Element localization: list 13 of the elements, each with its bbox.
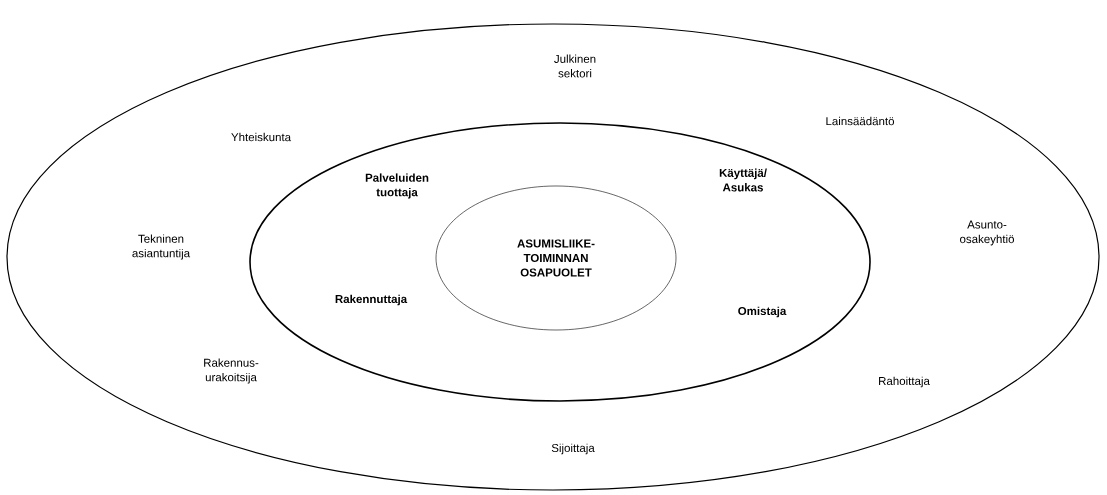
ellipse-label: Palveluiden tuottaja: [365, 173, 429, 199]
ellipse-label: Lainsäädäntö: [826, 116, 895, 126]
ellipse-label: Käyttäjä/ Asukas: [719, 168, 767, 192]
ellipse-label: Julkinen sektori: [554, 54, 596, 78]
ellipse-label: Rahoittaja: [879, 376, 930, 388]
ellipse-label: Rakennuttaja: [335, 294, 408, 306]
ellipse-label: Yhteiskunta: [231, 132, 292, 142]
ellipse-label: Rakennus-urakoitsija: [204, 358, 259, 384]
ellipse-label: Asunto-osakeyhtiö: [960, 220, 1014, 246]
ellipse-label: Omistaja: [738, 306, 787, 318]
ellipse-label: Tekninen asiantuntija: [132, 234, 191, 260]
ellipse-label: Sijoittaja: [551, 443, 595, 455]
ellipse-label: ASUMISLIIKE-TOIMINNAN OSAPUOLET: [517, 239, 595, 277]
